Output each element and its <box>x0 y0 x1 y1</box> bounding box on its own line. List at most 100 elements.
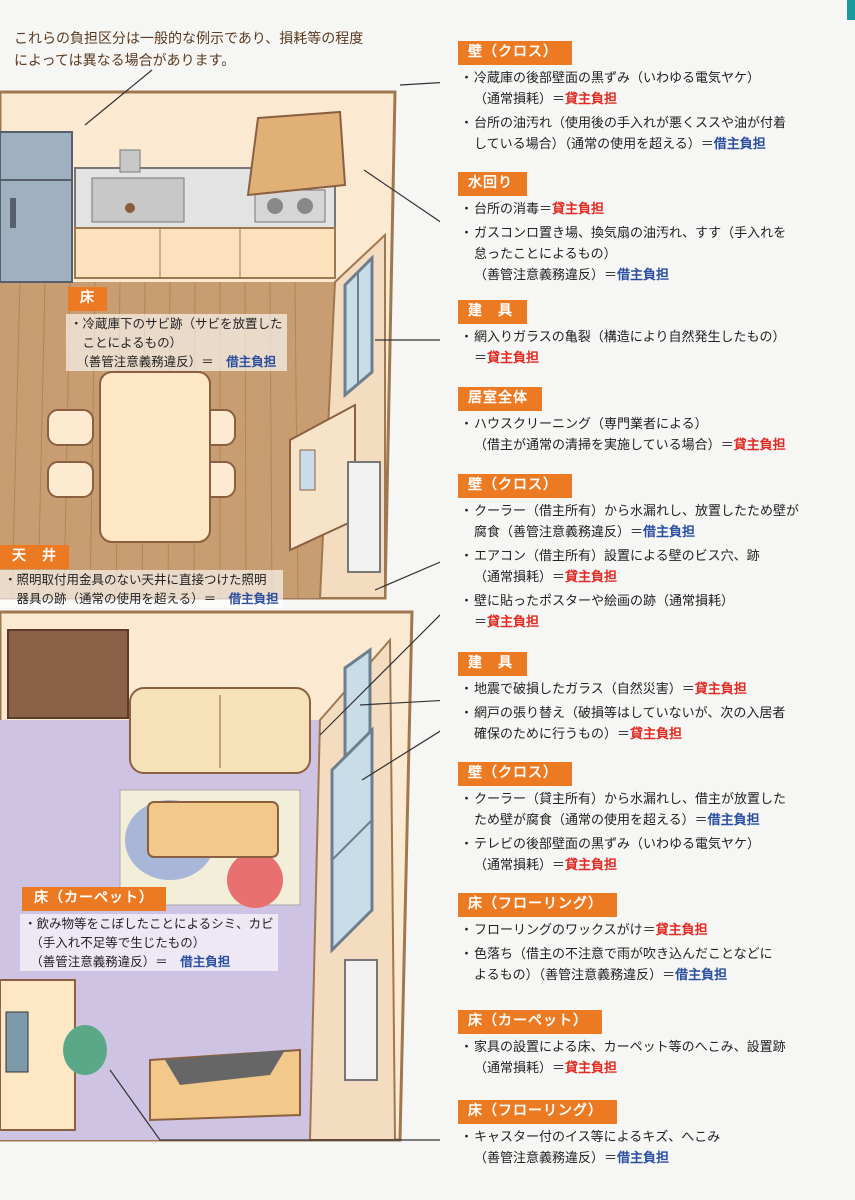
list-item: ・ ガスコンロ置き場、換気扇の油汚れ、すす（手入れを 怠ったことによるもの） （… <box>458 223 848 286</box>
rug-and-table <box>119 789 301 908</box>
list-item: ・ 網入りガラスの亀裂（構造により自然発生したもの） ＝貸主負担 <box>458 327 848 369</box>
refrigerator <box>0 131 73 283</box>
tenant-burden: 借主負担 <box>643 525 696 540</box>
label-ceiling: 天 井 <box>0 545 69 569</box>
label-floor-line: （善管注意義務違反）＝ 借主負担 <box>70 352 283 371</box>
item-text: テレビの後部壁面の黒ずみ（いわゆる電気ヤケ） <box>474 837 761 852</box>
tenant-burden: 借主負担 <box>228 591 279 606</box>
label-ceiling-line: 器具の跡（通常の使用を超える）＝ 借主負担 <box>4 589 279 608</box>
item-text: 確保のために行うもの）＝貸主負担 <box>474 724 848 745</box>
item-text: キャスター付のイス等によるキズ、へこみ <box>474 1130 721 1145</box>
section-wall-cloth-2: 壁（クロス） ・ クーラー（借主所有）から水漏れし、放置したため壁が 腐食（善管… <box>458 474 848 633</box>
list-item: ・ 網戸の張り替え（破損等はしていないが、次の入居者 確保のために行うもの）＝貸… <box>458 703 848 745</box>
section-title: 壁（クロス） <box>458 41 572 65</box>
list-item: ・ 台所の消毒＝貸主負担 <box>458 199 848 220</box>
section-title: 壁（クロス） <box>458 762 572 786</box>
section-flooring-1: 床（フローリング） ・ フローリングのワックスがけ＝貸主負担 ・ 色落ち（借主の… <box>458 893 848 986</box>
leader-lines <box>84 69 440 1141</box>
item-text: 地震で破損したガラス（自然災害）＝貸主負担 <box>474 679 848 700</box>
dining-set <box>47 371 236 543</box>
label-floor: 床 <box>68 287 107 311</box>
section-title: 居室全体 <box>458 387 542 411</box>
air-conditioner-2 <box>344 959 378 1081</box>
item-text: 台所の油汚れ（使用後の手入れが悪くススや油が付着 <box>474 116 787 131</box>
item-text: 腐食（善管注意義務違反）＝借主負担 <box>474 522 848 543</box>
label-carpet: 床（カーペット） <box>22 887 166 911</box>
label-carpet-text: ・飲み物等をこぼしたことによるシミ、カビ （手入れ不足等で生じたもの） （善管注… <box>20 914 278 971</box>
item-text: 怠ったことによるもの） <box>474 247 617 262</box>
label-text: （善管注意義務違反）＝ <box>24 954 181 969</box>
item-text: （借主が通常の清掃を実施している場合）＝貸主負担 <box>474 435 848 456</box>
item-text: ため壁が腐食（通常の使用を超える）＝借主負担 <box>474 810 848 831</box>
item-text: 台所の消毒＝貸主負担 <box>474 199 848 220</box>
label-floor-text: ・冷蔵庫下のサビ跡（サビを放置した ことによるもの） （善管注意義務違反）＝ 借… <box>66 314 287 371</box>
item-text: （善管注意義務違反）＝ <box>474 268 618 283</box>
landlord-burden: 貸主負担 <box>565 858 618 873</box>
air-conditioner-1 <box>347 461 381 573</box>
item-text: 色落ち（借主の不注意で雨が吹き込んだことなどに <box>474 947 773 962</box>
desk-and-tv <box>0 979 301 1131</box>
item-text: ため壁が腐食（通常の使用を超える）＝ <box>474 813 708 828</box>
item-text: （通常損耗）＝貸主負担 <box>474 567 848 588</box>
item-text: ＝ <box>474 615 488 630</box>
item-text: 網入りガラスの亀裂（構造により自然発生したもの） <box>474 330 786 345</box>
list-item: ・ 壁に貼ったポスターや絵画の跡（通常損耗） ＝貸主負担 <box>458 591 848 633</box>
item-text: 確保のために行うもの）＝ <box>474 727 631 742</box>
item-text: （通常損耗）＝貸主負担 <box>474 855 848 876</box>
tenant-burden: 借主負担 <box>180 954 231 969</box>
landlord-burden: 貸主負担 <box>552 202 605 217</box>
tenant-burden: 借主負担 <box>617 1151 670 1166</box>
item-text: （通常損耗）＝ <box>474 858 566 873</box>
item-text: 網戸の張り替え（破損等はしていないが、次の入居者 <box>474 706 786 721</box>
note-line-1: これらの負担区分は一般的な例示であり、損耗等の程度 <box>14 31 364 47</box>
section-whole-room: 居室全体 ・ ハウスクリーニング（専門業者による） （借主が通常の清掃を実施して… <box>458 387 848 456</box>
landlord-burden: 貸主負担 <box>694 682 747 697</box>
section-fittings-2: 建 具 ・ 地震で破損したガラス（自然災害）＝貸主負担 ・ 網戸の張り替え（破損… <box>458 652 848 745</box>
section-carpet: 床（カーペット） ・ 家具の設置による床、カーペット等のへこみ、設置跡 （通常損… <box>458 1010 848 1079</box>
range-hood <box>246 110 347 197</box>
tenant-burden: 借主負担 <box>617 268 670 283</box>
item-text: 家具の設置による床、カーペット等のへこみ、設置跡 <box>474 1040 786 1055</box>
label-ceiling-title: 天 井 <box>0 545 69 569</box>
item-text: （善管注意義務違反）＝ <box>474 1151 618 1166</box>
item-text: 腐食（善管注意義務違反）＝ <box>474 525 644 540</box>
list-item: ・ 家具の設置による床、カーペット等のへこみ、設置跡 （通常損耗）＝貸主負担 <box>458 1037 848 1079</box>
list-item: ・ フローリングのワックスがけ＝貸主負担 <box>458 920 848 941</box>
tenant-burden: 借主負担 <box>713 137 766 152</box>
item-text: （通常損耗）＝貸主負担 <box>474 89 848 110</box>
item-text: している場合）（通常の使用を超える）＝ <box>474 137 714 152</box>
label-floor-title: 床 <box>68 287 107 311</box>
item-text: クーラー（借主所有）から水漏れし、放置したため壁が <box>474 504 800 519</box>
item-text: 壁に貼ったポスターや絵画の跡（通常損耗） <box>474 594 735 609</box>
label-text: （善管注意義務違反）＝ <box>70 354 227 369</box>
label-floor-line: ことによるもの） <box>70 335 183 350</box>
room-illustration <box>0 69 440 1142</box>
sofa <box>129 687 311 774</box>
item-text: （善管注意義務違反）＝借主負担 <box>474 265 848 286</box>
item-text: （善管注意義務違反）＝借主負担 <box>474 1148 848 1169</box>
item-text: ＝ <box>474 351 488 366</box>
list-item: ・ テレビの後部壁面の黒ずみ（いわゆる電気ヤケ） （通常損耗）＝貸主負担 <box>458 834 848 876</box>
item-text: ＝貸主負担 <box>474 612 848 633</box>
landlord-burden: 貸主負担 <box>565 570 618 585</box>
item-text: ハウスクリーニング（専門業者による） <box>474 417 708 432</box>
section-title: 壁（クロス） <box>458 474 572 498</box>
item-text: 台所の消毒＝ <box>474 202 553 217</box>
list-item: ・ 色落ち（借主の不注意で雨が吹き込んだことなどに よるもの）（善管注意義務違反… <box>458 944 848 986</box>
item-text: している場合）（通常の使用を超える）＝借主負担 <box>474 134 848 155</box>
item-text: よるもの）（善管注意義務違反）＝借主負担 <box>474 965 848 986</box>
label-ceiling-text: ・照明取付用金具のない天井に直接つけた照明 器具の跡（通常の使用を超える）＝ 借… <box>0 570 283 608</box>
landlord-burden: 貸主負担 <box>487 615 540 630</box>
item-text: （借主が通常の清掃を実施している場合）＝ <box>474 438 734 453</box>
section-wall-cloth-3: 壁（クロス） ・ クーラー（貸主所有）から水漏れし、借主が放置した ため壁が腐食… <box>458 762 848 876</box>
item-text: 地震で破損したガラス（自然災害）＝ <box>474 682 695 697</box>
list-item: ・ クーラー（借主所有）から水漏れし、放置したため壁が 腐食（善管注意義務違反）… <box>458 501 848 543</box>
label-carpet-line: （善管注意義務違反）＝ 借主負担 <box>24 952 274 971</box>
section-title: 床（カーペット） <box>458 1010 602 1034</box>
item-text: フローリングのワックスがけ＝貸主負担 <box>474 920 848 941</box>
item-text: 冷蔵庫の後部壁面の黒ずみ（いわゆる電気ヤケ） <box>474 71 761 86</box>
page-edge-tab <box>847 0 855 20</box>
label-floor-line: ・冷蔵庫下のサビ跡（サビを放置した <box>70 316 283 331</box>
landlord-burden: 貸主負担 <box>733 438 786 453</box>
label-carpet-title: 床（カーペット） <box>22 887 166 911</box>
